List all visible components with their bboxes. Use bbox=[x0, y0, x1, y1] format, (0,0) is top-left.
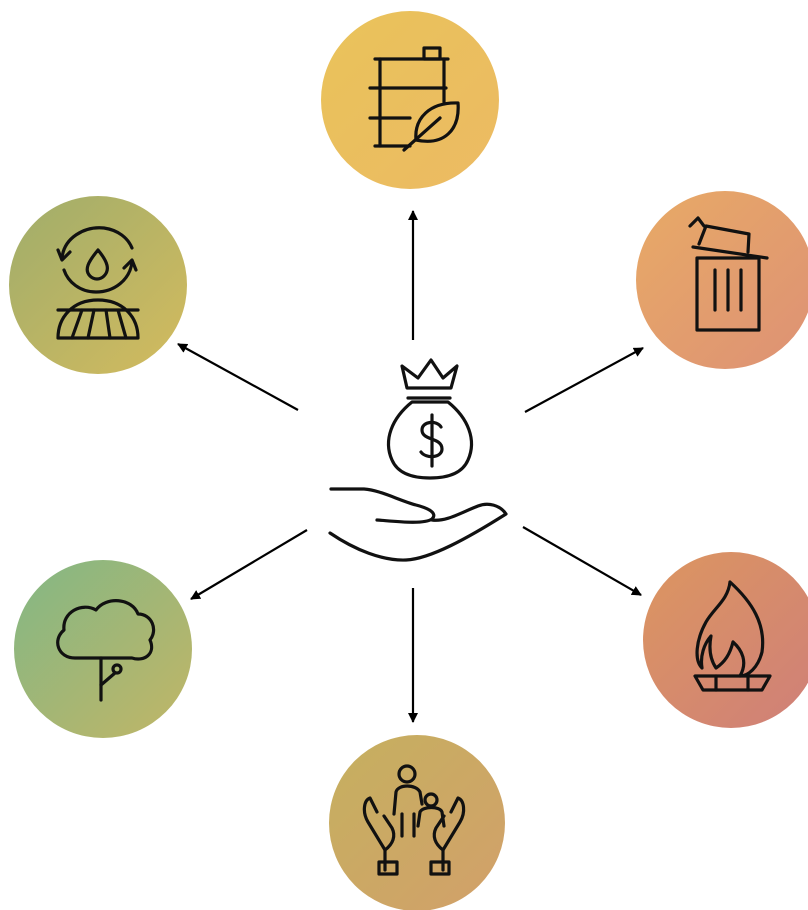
node-waste[interactable] bbox=[636, 191, 808, 369]
arrow-to-forest bbox=[190, 529, 308, 600]
node-biofuel-circle bbox=[321, 11, 499, 189]
arrow-to-water-agriculture bbox=[177, 343, 299, 411]
node-family-care[interactable] bbox=[329, 735, 505, 910]
arrow-to-waste bbox=[524, 347, 644, 413]
hands-protecting-family-icon bbox=[362, 764, 466, 876]
node-water-agriculture-circle bbox=[9, 196, 187, 374]
hand-holding-money-bag-icon bbox=[328, 358, 508, 562]
node-fire-circle bbox=[643, 552, 808, 728]
node-water-agriculture[interactable] bbox=[9, 196, 187, 374]
node-forest-circle bbox=[14, 560, 192, 738]
flame-burner-icon bbox=[693, 580, 772, 692]
water-cycle-field-icon bbox=[56, 226, 140, 340]
node-fire[interactable] bbox=[643, 552, 808, 728]
tree-icon bbox=[56, 599, 156, 702]
arrow-to-fire bbox=[522, 526, 642, 596]
node-waste-circle bbox=[636, 191, 808, 369]
biofuel-barrel-leaf-icon bbox=[368, 46, 460, 152]
node-forest[interactable] bbox=[14, 560, 192, 738]
node-biofuel[interactable] bbox=[321, 11, 499, 189]
trash-bin-icon bbox=[688, 216, 769, 332]
arrows bbox=[177, 210, 644, 723]
